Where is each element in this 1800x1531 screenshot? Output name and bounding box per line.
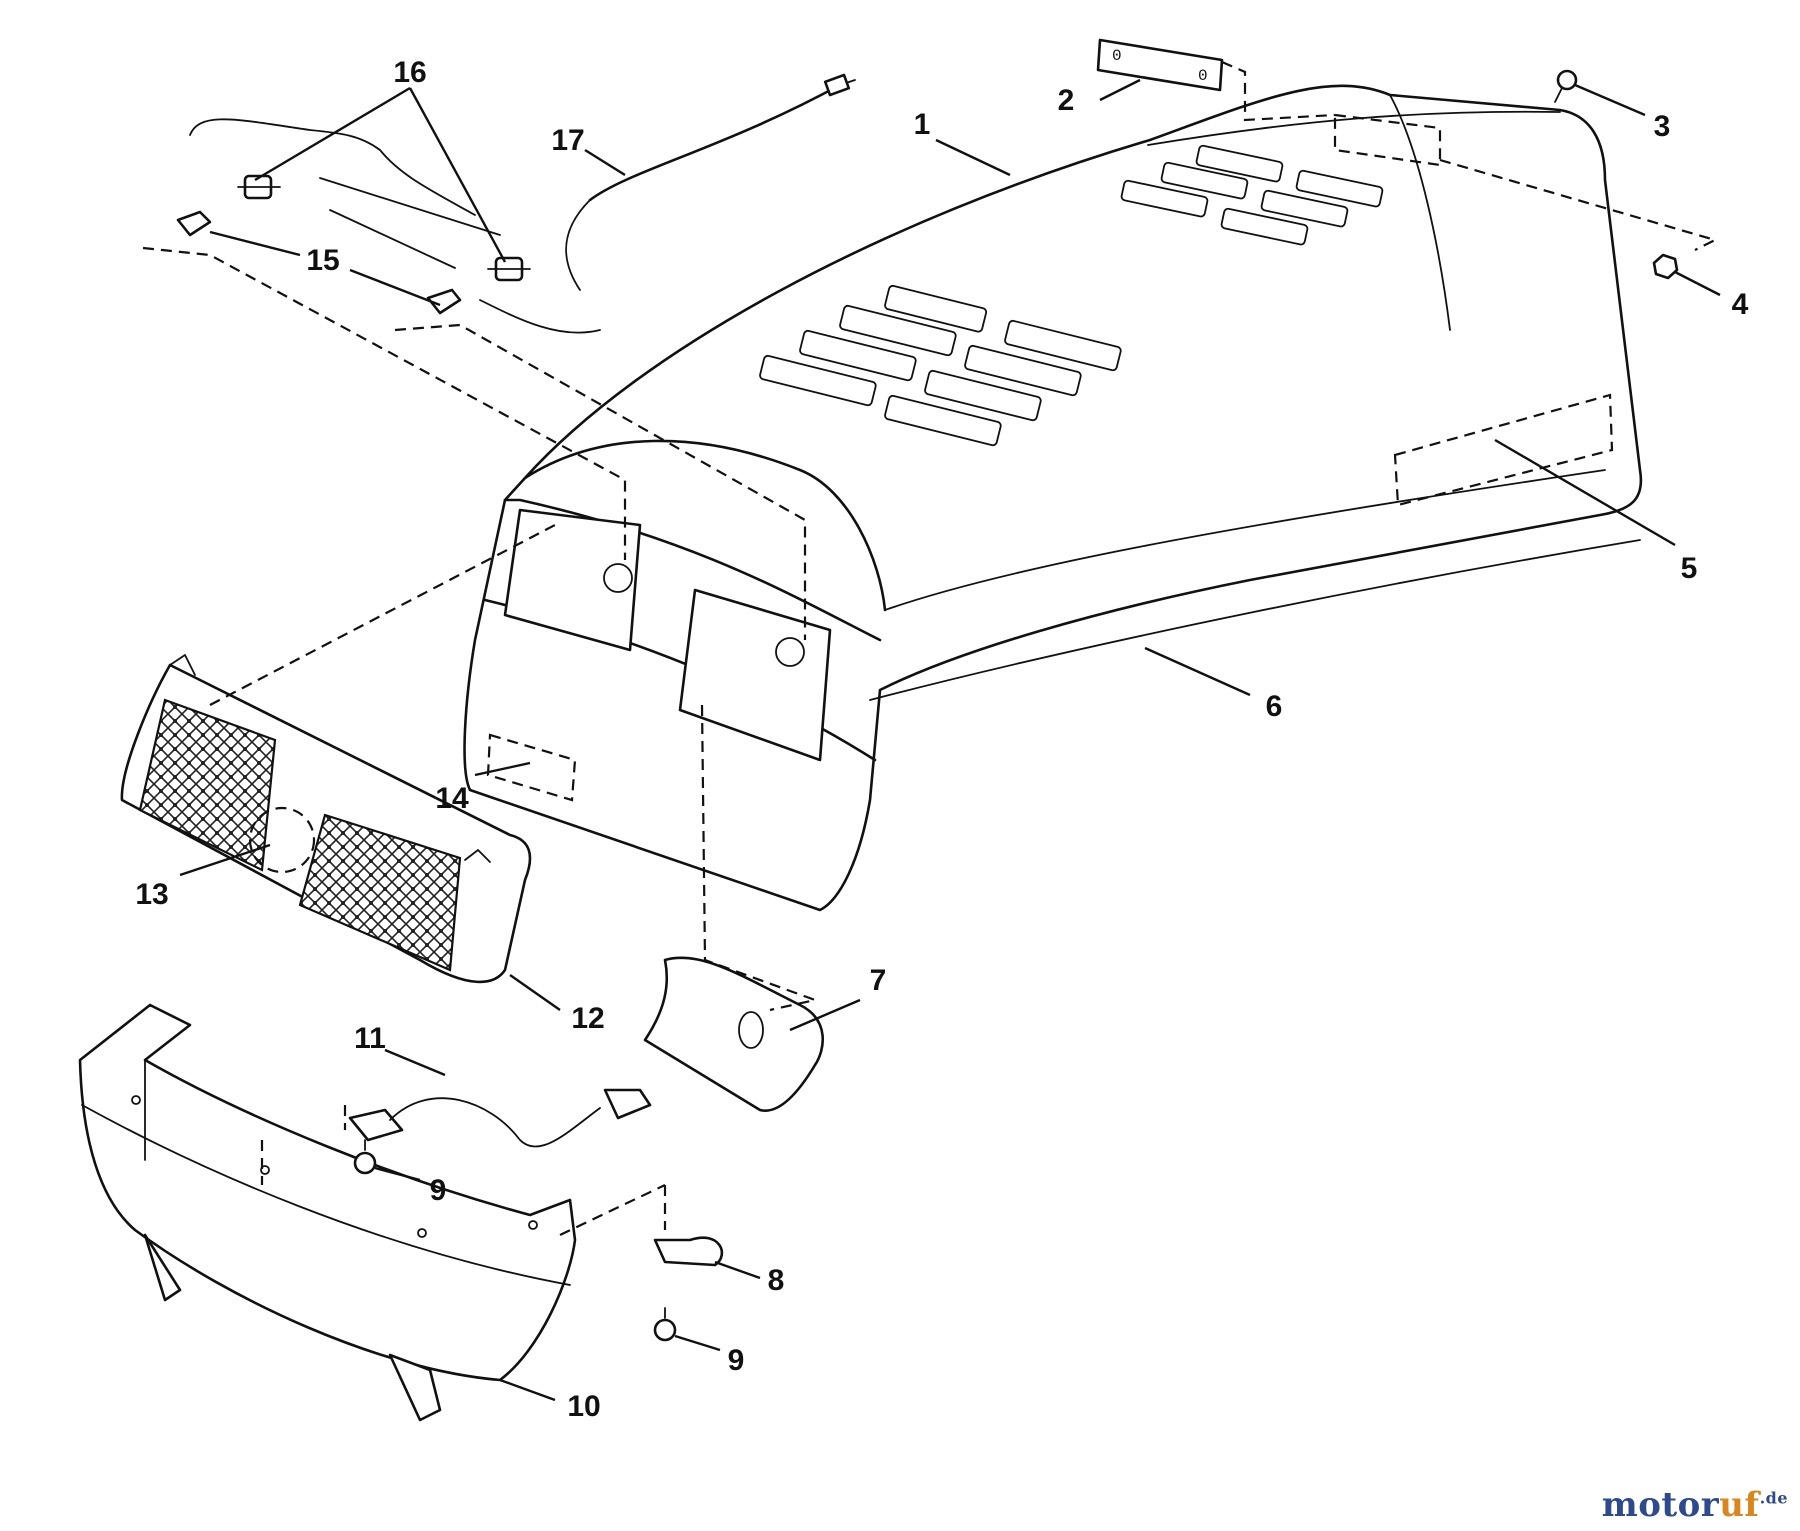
lens-shield [643, 956, 824, 1112]
callout-5: 5 [1681, 552, 1698, 585]
lamp-socket-right [487, 256, 531, 282]
svg-text:0: 0 [1112, 47, 1122, 65]
callout-9-upper: 9 [430, 1174, 447, 1207]
safety-cable [260, 1088, 652, 1185]
callout-9-lower: 9 [728, 1344, 745, 1377]
leader-lines [179, 78, 1721, 1402]
callout-11: 11 [354, 1022, 386, 1055]
callout-14: 14 [435, 782, 469, 815]
callout-1: 1 [914, 108, 931, 141]
bulb-left [176, 210, 212, 237]
watermark-part-c: .de [1759, 1488, 1788, 1508]
grille [120, 654, 532, 984]
watermark-logo: motoruf.de [1602, 1485, 1788, 1525]
callout-2: 2 [1058, 84, 1075, 117]
callout-8: 8 [768, 1264, 785, 1297]
wiring-harness [189, 73, 856, 334]
callout-15: 15 [306, 244, 339, 277]
callout-16: 16 [393, 56, 426, 89]
bolt-lower [653, 1307, 677, 1342]
nut [1652, 253, 1679, 280]
decal-plate: 0 0 [1096, 38, 1336, 122]
watermark-part-b: uf [1719, 1485, 1760, 1525]
callout-7: 7 [870, 964, 887, 997]
callout-17: 17 [551, 124, 584, 157]
svg-text:0: 0 [1198, 67, 1208, 85]
lamp-socket-left [237, 174, 281, 200]
watermark-part-a: motor [1601, 1485, 1720, 1525]
callout-4: 4 [1732, 288, 1749, 321]
bulb-right [426, 288, 462, 315]
screw [1554, 69, 1578, 103]
hood [463, 84, 1643, 912]
front-bumper [78, 1003, 577, 1422]
callout-10: 10 [567, 1390, 600, 1423]
callout-13: 13 [135, 878, 168, 911]
hood-vents [759, 144, 1384, 447]
clamp [653, 1236, 724, 1267]
callout-labels: 1 2 3 4 5 6 7 8 9 9 10 11 12 13 14 15 16… [135, 56, 1748, 1423]
callout-12: 12 [571, 1002, 604, 1035]
callout-3: 3 [1654, 110, 1671, 143]
bolt-upper [353, 1139, 377, 1175]
callout-6: 6 [1266, 690, 1283, 723]
